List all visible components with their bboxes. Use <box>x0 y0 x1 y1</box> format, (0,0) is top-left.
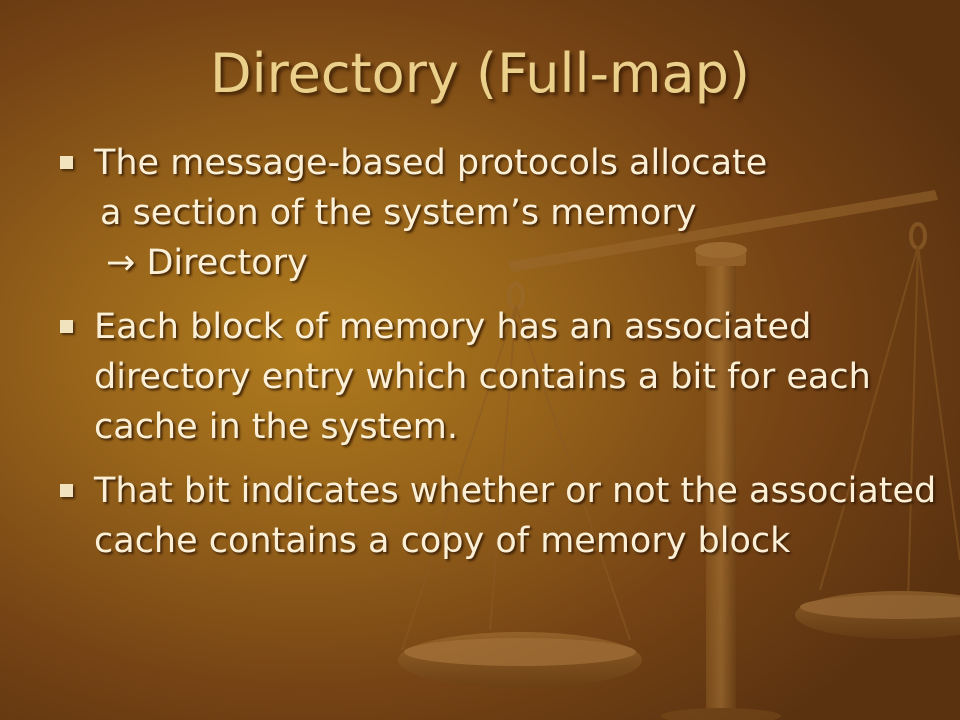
square-bullet-icon <box>60 320 73 333</box>
slide-title: Directory (Full-map) <box>210 42 750 105</box>
bullet-1-line-2: a section of the system’s memory <box>100 193 697 233</box>
bullet-list: The message-based protocols allocate a s… <box>58 138 938 580</box>
square-bullet-icon <box>60 156 73 169</box>
bullet-item-1: The message-based protocols allocate a s… <box>58 138 938 288</box>
bullet-item-3: That bit indicates whether or not the as… <box>58 466 938 566</box>
bullet-item-2: Each block of memory has an associated d… <box>58 302 938 452</box>
bullet-3-text: That bit indicates whether or not the as… <box>94 471 937 561</box>
right-arrow-icon: → <box>106 243 136 283</box>
bullet-1-line-3: → Directory <box>94 238 938 288</box>
square-bullet-icon <box>60 484 73 497</box>
bullet-1-directory-label: Directory <box>146 243 308 283</box>
bullet-2-text: Each block of memory has an associated d… <box>94 307 871 447</box>
bullet-1-line-1: The message-based protocols allocate <box>94 143 768 183</box>
